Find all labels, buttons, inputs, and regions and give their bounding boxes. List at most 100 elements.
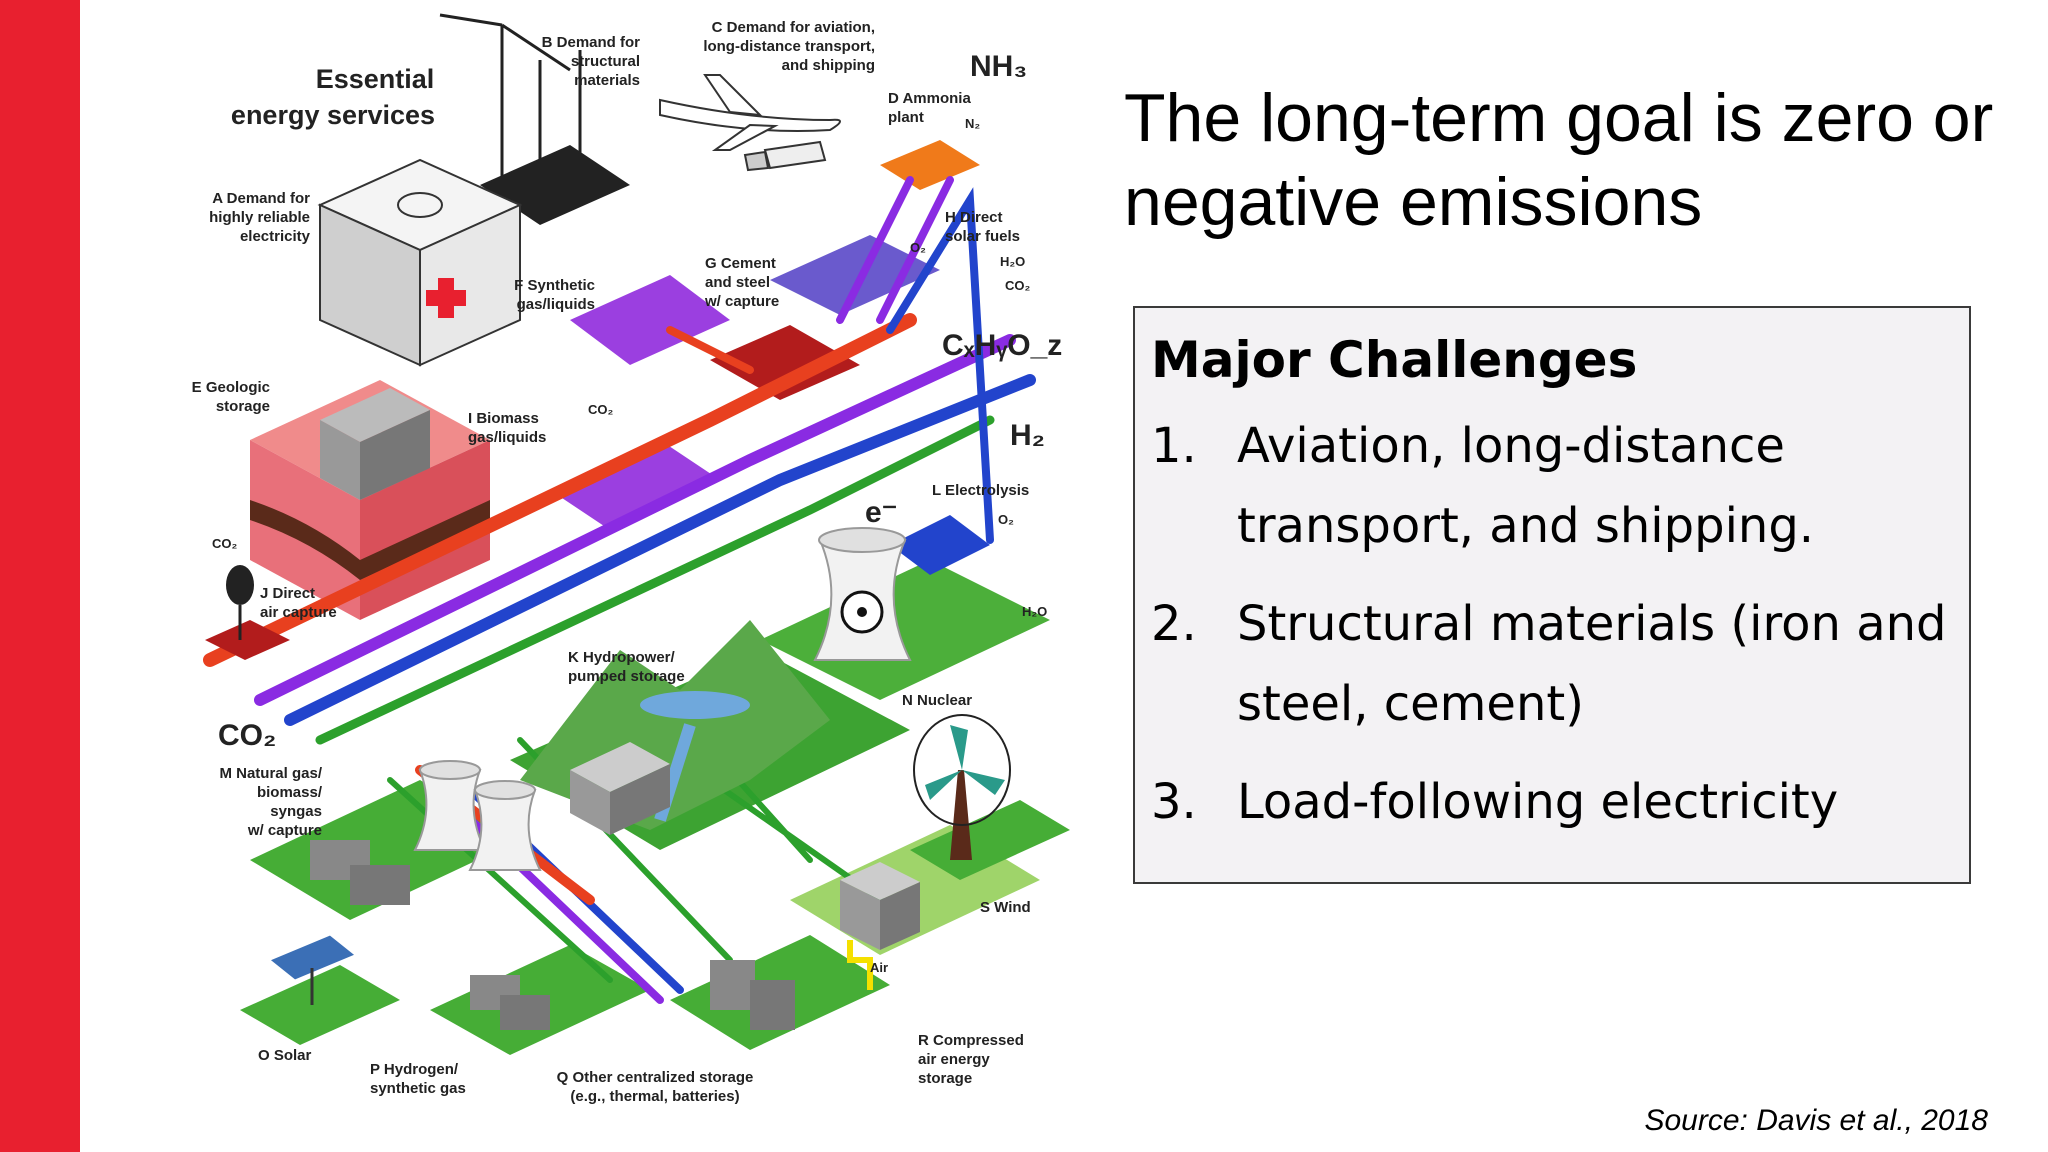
caes-unit bbox=[840, 862, 920, 990]
figure-heading-line1: Essential bbox=[316, 64, 435, 94]
crane bbox=[439, 13, 582, 205]
challenge-number: 1. bbox=[1151, 418, 1197, 474]
electrolysis-tile bbox=[890, 515, 990, 575]
tag-co2-solar: CO₂ bbox=[1005, 278, 1031, 293]
energy-system-svg: Essential energy services A Demand for h… bbox=[192, 13, 1070, 1105]
tag-o2-solar: O₂ bbox=[910, 240, 926, 255]
energy-system-diagram: Essential energy services A Demand for h… bbox=[190, 0, 1080, 1152]
label-c-2: long-distance transport, bbox=[703, 38, 875, 55]
label-e-2: storage bbox=[216, 398, 270, 415]
label-c-1: C Demand for aviation, bbox=[712, 19, 875, 36]
tag-o2-electrolysis: O₂ bbox=[998, 512, 1014, 527]
hydrogen-plant bbox=[470, 975, 550, 1030]
carrier-electron: e⁻ bbox=[865, 496, 898, 529]
label-r-2: air energy bbox=[918, 1051, 990, 1068]
challenge-number: 3. bbox=[1151, 774, 1197, 830]
challenges-heading: Major Challenges bbox=[1151, 331, 1638, 389]
h2-pipeline bbox=[284, 374, 1036, 726]
label-g-2: and steel bbox=[705, 274, 770, 291]
challenge-text: Load-following electricity bbox=[1237, 774, 1839, 830]
label-n-1: N Nuclear bbox=[902, 692, 972, 709]
label-d-2: plant bbox=[888, 109, 924, 126]
hydro-mountain bbox=[520, 620, 830, 835]
label-k-1: K Hydropower/ bbox=[568, 649, 676, 666]
challenge-number: 2. bbox=[1151, 596, 1197, 652]
challenge-item: 2. Structural materials (iron and steel,… bbox=[1151, 584, 1953, 744]
label-b-3: materials bbox=[574, 72, 640, 89]
challenge-item: 3. Load-following electricity bbox=[1151, 762, 1953, 842]
challenges-list: 1. Aviation, long-distance transport, an… bbox=[1151, 406, 1953, 842]
dac-unit bbox=[205, 565, 290, 660]
label-i-2: gas/liquids bbox=[468, 429, 546, 446]
biomass-tile bbox=[550, 440, 720, 530]
label-a-1: A Demand for bbox=[212, 190, 310, 207]
tag-co2-dac: CO₂ bbox=[212, 536, 238, 551]
airplane bbox=[659, 74, 841, 151]
label-a-3: electricity bbox=[240, 228, 311, 245]
label-b-2: structural bbox=[571, 53, 640, 70]
label-l-1: L Electrolysis bbox=[932, 482, 1029, 499]
label-q-2: (e.g., thermal, batteries) bbox=[570, 1088, 739, 1105]
carrier-h2: H₂ bbox=[1010, 419, 1045, 452]
electric-line bbox=[315, 415, 995, 745]
node-labels: A Demand for highly reliable electricity… bbox=[192, 19, 1031, 1105]
tag-h2o-electrolysis: H₂O bbox=[1022, 604, 1047, 619]
small-tags: N₂ O₂ H₂O CO₂ CO₂ CO₂ O₂ H₂O Air bbox=[212, 116, 1047, 975]
label-c-3: and shipping bbox=[782, 57, 875, 74]
challenge-text: Aviation, long-distance transport, and s… bbox=[1237, 418, 1815, 554]
nuclear-ground bbox=[760, 560, 1050, 700]
cement-tile bbox=[710, 325, 860, 400]
nuclear-plant bbox=[813, 527, 912, 661]
label-i-1: I Biomass bbox=[468, 410, 539, 427]
slide-title: The long-term goal is zero or negative e… bbox=[1124, 80, 1994, 240]
label-o-1: O Solar bbox=[258, 1047, 312, 1064]
label-h-1: H Direct bbox=[945, 209, 1003, 226]
label-g-3: w/ capture bbox=[704, 293, 779, 310]
label-m-3: syngas bbox=[270, 803, 322, 820]
tag-h2o-solar: H₂O bbox=[1000, 254, 1025, 269]
label-m-2: biomass/ bbox=[257, 784, 323, 801]
carrier-nh3: NH₃ bbox=[970, 50, 1027, 83]
carrier-co2: CO₂ bbox=[218, 719, 276, 752]
gas-plant bbox=[310, 760, 542, 905]
storage-units bbox=[710, 960, 795, 1030]
label-p-1: P Hydrogen/ bbox=[370, 1061, 459, 1078]
label-h-2: solar fuels bbox=[945, 228, 1020, 245]
tag-n2: N₂ bbox=[965, 116, 980, 131]
label-m-1: M Natural gas/ bbox=[219, 765, 322, 782]
challenges-box: Major Challenges 1. Aviation, long-dista… bbox=[1133, 306, 1971, 884]
label-q-1: Q Other centralized storage bbox=[557, 1069, 754, 1086]
label-j-2: air capture bbox=[260, 604, 337, 621]
source-citation: Source: Davis et al., 2018 bbox=[1644, 1104, 1988, 1137]
synfuel-tile bbox=[570, 275, 730, 365]
label-r-1: R Compressed bbox=[918, 1032, 1024, 1049]
label-m-4: w/ capture bbox=[247, 822, 322, 839]
label-g-1: G Cement bbox=[705, 255, 776, 272]
electric-branches bbox=[387, 657, 913, 983]
label-s-1: S Wind bbox=[980, 899, 1031, 916]
carrier-labels: NH₃ CₓHᵧO_z H₂ e⁻ CO₂ bbox=[218, 50, 1062, 752]
solarfuel-tile bbox=[770, 235, 940, 315]
label-e-1: E Geologic bbox=[192, 379, 270, 396]
label-a-2: highly reliable bbox=[209, 209, 310, 226]
figure-heading-line2: energy services bbox=[231, 100, 435, 130]
ammonia-tile bbox=[880, 140, 980, 190]
label-f-1: F Synthetic bbox=[514, 277, 595, 294]
hospital-building bbox=[317, 158, 523, 367]
label-r-3: storage bbox=[918, 1070, 972, 1087]
solar-ground bbox=[240, 965, 400, 1045]
truck bbox=[743, 140, 827, 172]
wind-turbine bbox=[913, 714, 1011, 860]
label-f-2: gas/liquids bbox=[517, 296, 595, 313]
hydrocarbon-pipeline bbox=[254, 334, 1016, 706]
challenge-item: 1. Aviation, long-distance transport, an… bbox=[1151, 406, 1953, 566]
accent-bar bbox=[0, 0, 80, 1152]
figure-heading: Essential energy services bbox=[231, 64, 435, 130]
label-k-2: pumped storage bbox=[568, 668, 685, 685]
carrier-cxhyoz: CₓHᵧO_z bbox=[942, 329, 1062, 362]
label-d-1: D Ammonia bbox=[888, 90, 971, 107]
label-p-2: synthetic gas bbox=[370, 1080, 466, 1097]
tag-co2-biomass: CO₂ bbox=[588, 402, 614, 417]
label-b-1: B Demand for bbox=[542, 34, 641, 51]
co2-pipeline bbox=[203, 313, 917, 667]
